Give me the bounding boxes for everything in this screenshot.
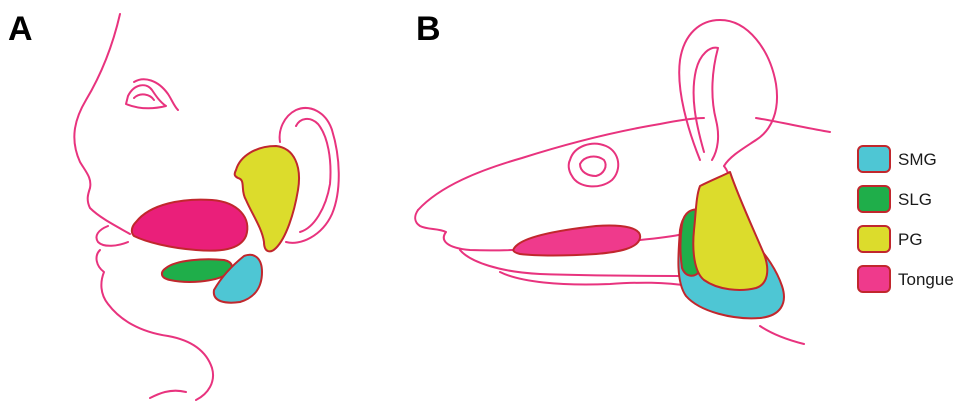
legend-swatch-pg [858, 226, 890, 252]
rat-eye-inner [580, 157, 606, 176]
legend-item-smg: SMG [858, 146, 937, 172]
human-eye [126, 85, 166, 108]
legend-item-slg: SLG [858, 186, 932, 212]
human-face-profile [74, 14, 130, 234]
rat-parotid-gland [693, 172, 767, 290]
legend: SMG SLG PG Tongue [858, 146, 954, 292]
rat-head-top [418, 118, 704, 210]
legend-label-slg: SLG [898, 190, 932, 209]
rat-tongue [513, 226, 640, 256]
legend-swatch-slg [858, 186, 890, 212]
rat-throat-line [760, 326, 804, 344]
legend-label-smg: SMG [898, 150, 937, 169]
legend-swatch-smg [858, 146, 890, 172]
legend-label-pg: PG [898, 230, 923, 249]
panel-a-human: A [8, 10, 339, 400]
human-neck [150, 391, 186, 398]
panel-a-letter: A [8, 10, 33, 48]
panel-b-letter: B [416, 10, 441, 48]
rat-ear-inner [694, 48, 719, 160]
legend-swatch-tongue [858, 266, 890, 292]
human-ear-inner [296, 119, 331, 232]
human-eyelid [134, 94, 154, 100]
legend-label-tongue: Tongue [898, 270, 954, 289]
human-lip-line [96, 226, 128, 246]
legend-item-pg: PG [858, 226, 923, 252]
legend-item-tongue: Tongue [858, 266, 954, 292]
human-tongue [132, 200, 248, 251]
rat-eye-outer [569, 144, 619, 187]
panel-b-rat: B [415, 10, 830, 344]
